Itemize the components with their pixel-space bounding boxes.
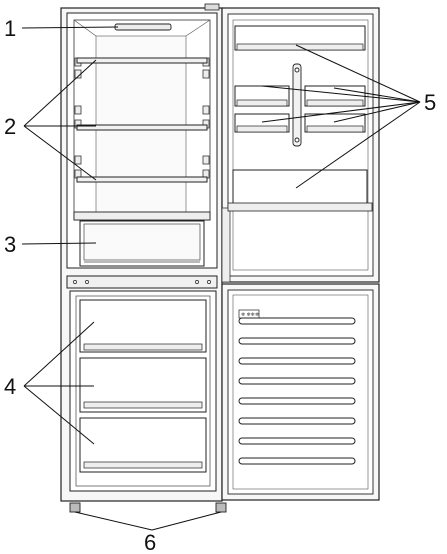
middle-divider <box>66 275 218 289</box>
door-balcony <box>227 169 373 212</box>
glass-shelf <box>76 57 208 64</box>
leader-line-5 <box>261 85 421 103</box>
fridge-door <box>221 7 380 283</box>
door-rib <box>238 437 356 445</box>
glass-shelf <box>76 176 208 183</box>
door-rib <box>238 397 356 405</box>
leader-line-2 <box>23 59 97 127</box>
leader-line-1 <box>21 26 119 29</box>
leader-line-3 <box>21 242 97 245</box>
callout-1: 1 <box>4 16 16 41</box>
callout-3: 3 <box>4 232 16 257</box>
freezer-drawer <box>79 417 207 473</box>
freezer-drawer <box>79 357 207 413</box>
leader-line-5 <box>261 101 421 123</box>
door-rib <box>238 417 356 425</box>
leader-line-2 <box>23 125 97 181</box>
leader-line-6 <box>74 511 153 531</box>
egg-holder <box>292 63 302 147</box>
adjustable-foot <box>69 502 81 513</box>
leader-line-4 <box>23 321 95 387</box>
bottom-shelf <box>73 211 211 221</box>
callout-2: 2 <box>4 114 16 139</box>
callout-4: 4 <box>4 374 16 399</box>
interior-light <box>114 23 172 31</box>
adjustable-foot <box>215 502 227 513</box>
freezer-door-ribs <box>238 317 356 465</box>
top-hinge <box>204 3 220 11</box>
freezer-drawer <box>79 299 207 353</box>
door-rib <box>238 357 356 365</box>
glass-shelves <box>76 57 208 183</box>
glass-shelf <box>76 124 208 131</box>
door-balcony <box>234 113 290 133</box>
adjustable-feet <box>69 502 227 513</box>
door-rib <box>238 337 356 345</box>
callout-6: 6 <box>144 530 156 554</box>
door-rib <box>238 317 356 325</box>
freezer-drawers <box>79 299 207 473</box>
leader-line-5 <box>333 87 421 103</box>
leader-line-5 <box>333 101 421 123</box>
leader-lines <box>21 26 421 531</box>
door-rib <box>238 457 356 465</box>
leader-line-6 <box>151 511 222 531</box>
leader-line-5 <box>295 101 421 189</box>
leader-line-4 <box>23 385 95 445</box>
freezer-badge-text: ❄ ❄❄❄ <box>241 312 259 318</box>
callout-5: 5 <box>424 90 436 115</box>
crisper-drawer <box>79 220 205 267</box>
door-balcony <box>234 85 290 107</box>
leader-line-5 <box>295 44 421 103</box>
door-rib <box>238 377 356 385</box>
